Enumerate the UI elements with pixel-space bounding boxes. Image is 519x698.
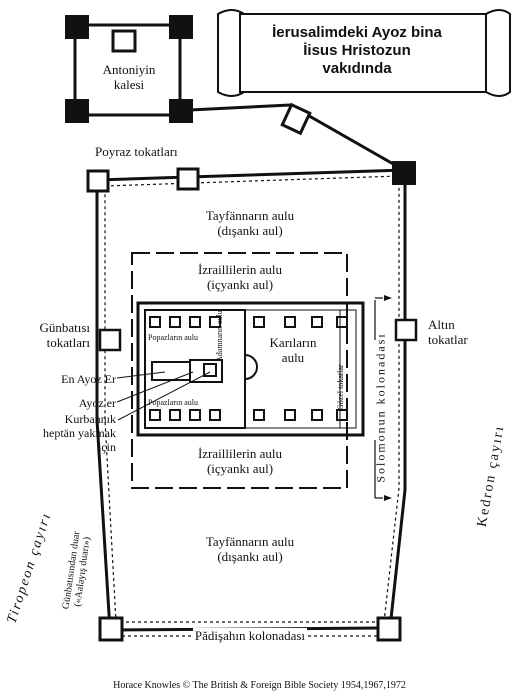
east-gate [394,318,418,342]
label-north-gates: Poyraz tokatları [95,144,178,159]
sw-corner-tower [98,616,124,642]
label-holy-of-holies: En Ayoz Er [61,372,116,386]
connector-tower [280,102,312,136]
altar [203,363,217,377]
label-mens-court: Adamnarın aulu [215,310,224,362]
label-west-gates: Günbatısı tokatları [39,320,90,350]
label-golden-gates: Altın tokatlar [428,317,468,347]
inner-temple-complex [136,301,365,437]
label-priests-court-south: Popazların aulu [148,398,198,407]
title-line-2: İisus Hristozun [303,42,411,59]
label-beautiful-gates: Gözel tokatlar [336,364,345,410]
label-holy-place: Ayoz er [78,396,116,410]
priests-court [144,309,246,429]
label-outer-court-south: Tayfännarın aulu (dışankı aul) [205,534,295,564]
label-priests-court-north: Popazların aulu [148,333,198,342]
label-solomon-colonnade: Solomonun kolonadası [373,332,388,483]
north-gate [176,167,200,191]
label-outer-court-north: Tayfännarın aulu (dışankı aul) [205,208,295,238]
scroll-right-curl [485,9,511,97]
antonia-tower-nw [65,15,89,39]
title-line-1: İerusalimdeki Ayoz bina [272,24,442,41]
nicanor-stairs [244,354,258,380]
se-corner-tower [376,616,402,642]
label-antonia: Antoniyin kalesi [102,62,156,92]
label-israel-court-north: İzraillilerin aulu (içyankı aul) [197,262,283,292]
israel-court-boundary [131,252,348,489]
label-womens-court: Karıların aulu [269,335,317,365]
antonia-inner-tower [111,29,137,53]
nw-corner-gate [86,169,110,193]
label-altar: Kurbannık heptän yakmak için [43,412,116,454]
holy-place [189,359,223,383]
west-gate [98,328,122,352]
title-line-3: vakıdında [322,60,392,77]
diagram-title: İerusalimdeki Ayoz bina İisus Hristozun … [232,24,482,78]
label-israel-court-south: İzraillilerin aulu (içyankı aul) [197,446,283,476]
credit-line: Horace Knowles © The British & Foreign B… [113,680,406,691]
antonia-tower-se [169,99,193,123]
holy-of-holies [151,361,191,381]
antonia-tower-ne [169,15,193,39]
antonia-fortress [73,23,182,117]
label-royal-colonnade: Pădişahın kolonadası [175,628,325,643]
label-royal-colonnade-text: Pădişahın kolonadası [192,628,308,643]
antonia-tower-sw [65,99,89,123]
scroll-body [239,13,487,93]
ne-corner-tower [392,161,416,185]
